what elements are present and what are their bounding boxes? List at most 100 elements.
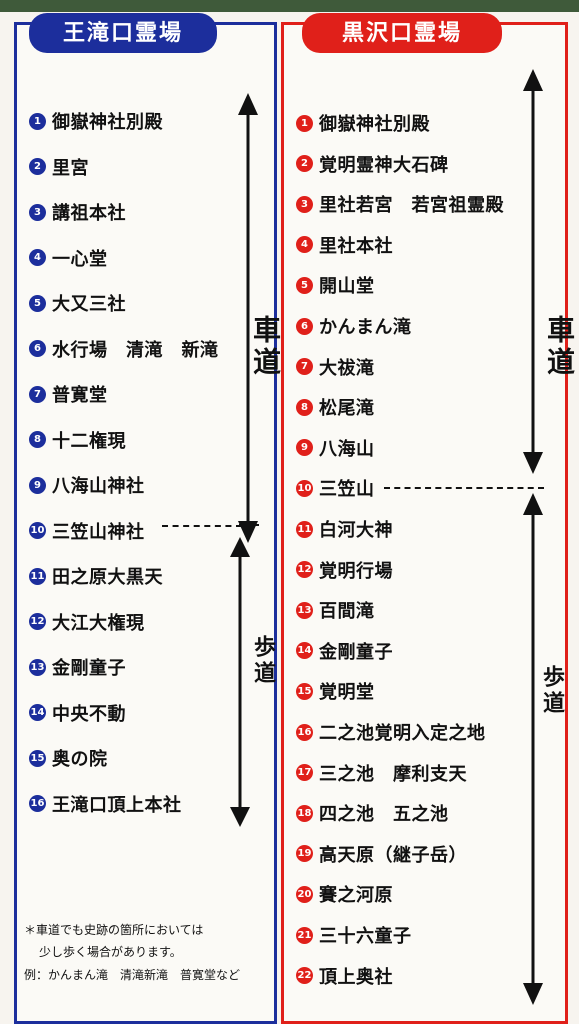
stop-number-badge: 4 (29, 249, 46, 266)
otaki-stop-item: 1 御嶽神社別殿 (29, 108, 163, 134)
kurosawa-road-end-dash (384, 487, 544, 489)
route-note-line3: 例：かんまん滝 清滝新滝 普寛堂など (24, 968, 241, 982)
otaki-stop-item: 4 一心堂 (29, 245, 108, 271)
kurosawa-trail-arrow (523, 493, 543, 1005)
stop-name: 覚明霊神大石碑 (319, 154, 449, 176)
stop-name: 松尾滝 (319, 398, 375, 420)
stop-name: 里宮 (52, 157, 89, 179)
stop-number-badge: 16 (29, 795, 46, 812)
stop-name: 中央不動 (52, 703, 126, 725)
stop-name: 水行場 清滝 新滝 (52, 339, 219, 361)
stop-number-badge: 12 (296, 561, 313, 579)
stop-name: 頂上奥社 (319, 966, 393, 988)
stop-name: 百間滝 (319, 601, 375, 623)
otaki-route-title: 王滝口霊場 (29, 13, 217, 53)
route-note-line2: 少し歩く場合があります。 (39, 945, 182, 959)
stop-number-badge: 2 (296, 155, 313, 173)
stop-number-badge: 10 (29, 522, 46, 539)
otaki-stop-item: 16 王滝口頂上本社 (29, 791, 182, 817)
stop-name: かんまん滝 (319, 317, 412, 338)
stop-name: 開山堂 (319, 276, 375, 298)
stop-name: 講祖本社 (52, 203, 126, 224)
stop-name: 大江大権現 (52, 612, 145, 634)
stop-name: 高天原（継子岳） (319, 844, 467, 866)
kurosawa-stop-item: 16 二之池覚明入定之地 (296, 719, 486, 745)
kurosawa-stop-item: 14 金剛童子 (296, 638, 393, 664)
stop-name: 二之池覚明入定之地 (319, 723, 486, 744)
kurosawa-stop-item: 2 覚明霊神大石碑 (296, 151, 449, 177)
stop-number-badge: 7 (296, 358, 313, 376)
otaki-stop-item: 6 水行場 清滝 新滝 (29, 336, 219, 362)
stop-number-badge: 21 (296, 926, 313, 944)
stop-number-badge: 2 (29, 158, 46, 175)
stop-name: 三十六童子 (319, 926, 412, 947)
kurosawa-stop-item: 21 三十六童子 (296, 922, 412, 948)
stop-name: 覚明行場 (319, 560, 393, 582)
stop-number-badge: 18 (296, 804, 313, 822)
kurosawa-stop-item: 12 覚明行場 (296, 557, 393, 583)
stop-name: 王滝口頂上本社 (52, 794, 182, 816)
otaki-stop-item: 3 講祖本社 (29, 199, 126, 225)
stop-number-badge: 15 (29, 749, 46, 767)
stop-number-badge: 11 (296, 520, 313, 538)
otaki-stop-item: 12 大江大権現 (29, 609, 145, 635)
stop-name: 三笠山 (319, 479, 375, 501)
stop-number-badge: 4 (296, 236, 313, 254)
otaki-stop-item: 2 里宮 (29, 154, 89, 180)
kurosawa-stop-item: 11 白河大神 (296, 516, 393, 542)
stop-number-badge: 13 (296, 601, 313, 619)
kurosawa-stop-item: 10 三笠山 (296, 475, 375, 501)
otaki-stop-item: 5 大又三社 (29, 290, 126, 316)
stop-name: 金剛童子 (52, 658, 126, 679)
stop-number-badge: 7 (29, 385, 46, 403)
otaki-trail-label: 歩道 (250, 635, 276, 687)
otaki-stop-item: 13 金剛童子 (29, 654, 126, 680)
stop-number-badge: 20 (296, 885, 313, 903)
stop-number-badge: 1 (29, 112, 46, 130)
otaki-road-end-dash (162, 525, 242, 527)
stop-number-badge: 5 (29, 294, 46, 312)
stop-name: 大祓滝 (319, 357, 375, 379)
top-photo-strip (0, 0, 579, 12)
stop-name: 御嶽神社別殿 (52, 112, 163, 133)
stop-number-badge: 6 (29, 340, 46, 357)
otaki-road-label: 車道 (249, 315, 282, 379)
stop-number-badge: 10 (296, 479, 313, 497)
stop-name: 白河大神 (319, 520, 393, 541)
stop-number-badge: 3 (29, 203, 46, 221)
otaki-road-arrow (238, 93, 258, 543)
stop-number-badge: 14 (296, 642, 313, 660)
kurosawa-stop-item: 13 百間滝 (296, 597, 375, 623)
stop-number-badge: 16 (296, 723, 313, 741)
stop-number-badge: 14 (29, 704, 46, 721)
stop-number-badge: 1 (296, 114, 313, 132)
kurosawa-stop-item: 22 頂上奥社 (296, 963, 393, 989)
route-note-line1: ＊車道でも史跡の箇所においては (24, 923, 204, 937)
stop-number-badge: 12 (29, 613, 46, 630)
stop-name: 三之池 摩利支天 (319, 763, 467, 785)
stop-name: 金剛童子 (319, 641, 393, 663)
stop-number-badge: 15 (296, 682, 313, 700)
stop-name: 一心堂 (52, 248, 108, 270)
stop-name: 里社若宮 若宮祖霊殿 (319, 195, 504, 217)
stop-number-badge: 13 (29, 658, 46, 676)
otaki-trail-arrow (230, 537, 250, 827)
stop-name: 田之原大黒天 (52, 567, 163, 588)
stop-number-badge: 22 (296, 967, 313, 985)
stop-name: 十二権現 (52, 430, 126, 452)
stop-name: 大又三社 (52, 294, 126, 315)
stop-name: 覚明堂 (319, 682, 375, 704)
